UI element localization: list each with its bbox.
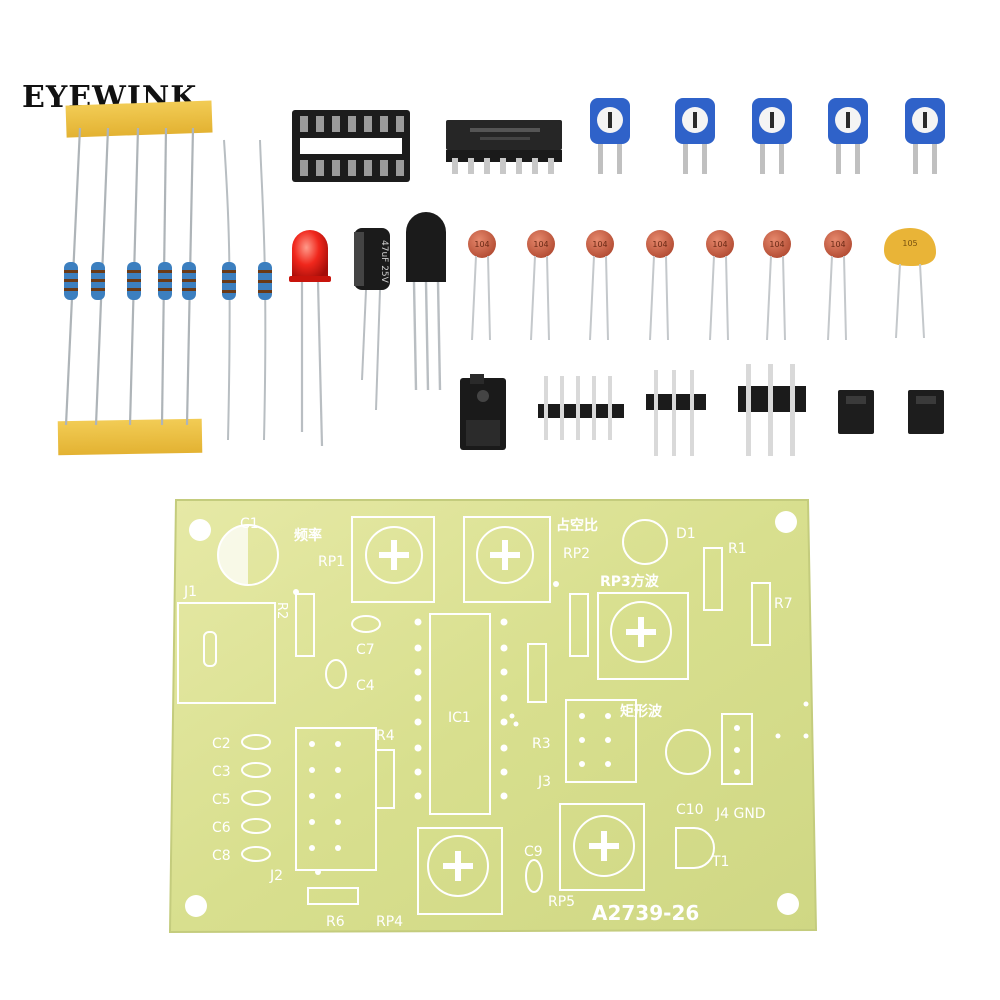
pcb-label-j4gnd: J4 GND <box>715 806 766 822</box>
pcb-label-c3: C3 <box>212 764 231 780</box>
red-led <box>289 230 331 447</box>
pcb-label-c5: C5 <box>212 792 231 808</box>
ceramic-code: 104 <box>652 240 667 249</box>
pcb-board: C1 频率 RP1 占空比 RP2 D1 R1 RP3方波 R7 J1 R2 C… <box>168 499 818 934</box>
pcb-label-c10: C10 <box>676 802 704 818</box>
pcb-label-c2: C2 <box>212 736 231 752</box>
ceramic-code: 104 <box>533 240 548 249</box>
pcb-label-c1: C1 <box>240 516 259 532</box>
pin-header-3-small <box>646 370 706 456</box>
mount-hole <box>777 893 799 915</box>
ic-chip <box>446 120 562 174</box>
pcb-label-d1: D1 <box>676 526 696 542</box>
transistor <box>406 212 446 391</box>
pcb-label-rp2: RP2 <box>563 546 590 562</box>
pcb-label-r1: R1 <box>728 541 747 557</box>
jumper-caps <box>838 390 944 434</box>
yellow-capacitor: 105 <box>884 228 936 339</box>
yellow-cap-code: 105 <box>902 239 917 248</box>
mount-hole <box>185 895 207 917</box>
pin-header-5 <box>538 376 624 440</box>
pcb-label-r7: R7 <box>774 596 793 612</box>
pcb-label-j2: J2 <box>269 868 283 884</box>
resistor-strip <box>57 100 213 456</box>
pcb-label-c4: C4 <box>356 678 375 694</box>
pcb-label-j3: J3 <box>537 774 551 790</box>
trimmer-potentiometers <box>590 98 945 174</box>
pcb-label-r3: R3 <box>532 736 551 752</box>
pcb-label-r6: R6 <box>326 914 345 930</box>
pcb-label-rp5: RP5 <box>548 894 575 910</box>
ceramic-code: 104 <box>830 240 845 249</box>
pcb-label-rect-wave: 矩形波 <box>620 703 663 720</box>
pcb-label-rp3-square: RP3方波 <box>600 573 660 590</box>
ceramic-code: 104 <box>769 240 784 249</box>
pcb-label-c9: C9 <box>524 844 543 860</box>
pin-header-3-large <box>738 364 806 456</box>
loose-resistors <box>222 139 272 441</box>
electrolytic-capacitor: 47uF 25V <box>354 228 390 411</box>
mount-hole <box>775 511 797 533</box>
dc-jack <box>460 374 506 450</box>
capacitor-marking: 47uF 25V <box>379 240 389 284</box>
mount-hole <box>189 519 211 541</box>
pcb-label-r2: R2 <box>274 602 289 619</box>
pcb-label-t1: T1 <box>711 854 729 870</box>
pcb-label-rp1: RP1 <box>318 554 345 570</box>
ic-socket <box>292 110 410 182</box>
pcb-label-rp4: RP4 <box>376 914 403 930</box>
pcb-label-duty: 占空比 <box>556 517 598 534</box>
ceramic-code: 104 <box>712 240 727 249</box>
ceramic-code: 104 <box>592 240 607 249</box>
pcb-label-j1: J1 <box>183 584 197 600</box>
ceramic-capacitors: 104 104 104 104 104 104 104 <box>468 230 852 341</box>
pcb-label-freq: 频率 <box>294 527 322 544</box>
ceramic-code: 104 <box>474 240 489 249</box>
pcb-label-c8: C8 <box>212 848 231 864</box>
pcb-label-model: A2739-26 <box>592 901 699 925</box>
pcb-label-ic1: IC1 <box>448 710 471 726</box>
pcb-label-c7: C7 <box>356 642 375 658</box>
pcb-label-r4: R4 <box>376 728 395 744</box>
pcb-label-c6: C6 <box>212 820 231 836</box>
